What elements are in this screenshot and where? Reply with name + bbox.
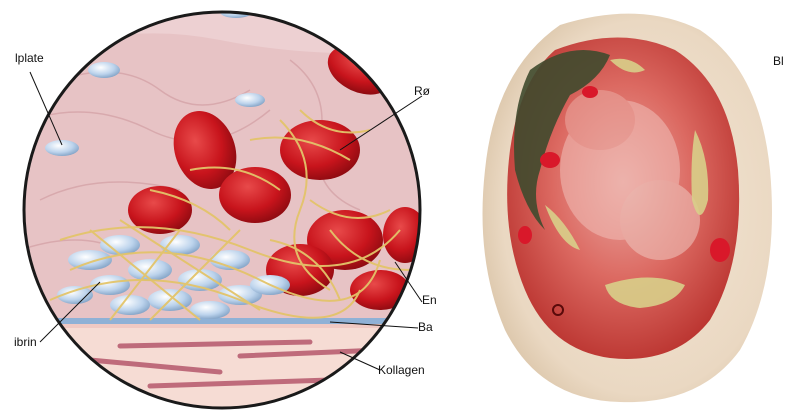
- wound-photo: Bl: [470, 0, 787, 412]
- photo-label: Bl: [773, 54, 784, 68]
- wound-photo-graphic: [470, 0, 787, 412]
- endothelium-label: En: [422, 293, 437, 307]
- thrombus-illustration-graphic: [0, 0, 445, 412]
- thrombus-illustration: lplate Rø En Ba ibrin Kollagen: [0, 0, 445, 412]
- platelet-label: lplate: [15, 51, 44, 65]
- basement-membrane-label: Ba: [418, 320, 433, 334]
- fibrin-label: ibrin: [14, 335, 37, 349]
- red-blood-cell-label: Rø: [414, 84, 430, 98]
- collagen-label: Kollagen: [378, 363, 425, 377]
